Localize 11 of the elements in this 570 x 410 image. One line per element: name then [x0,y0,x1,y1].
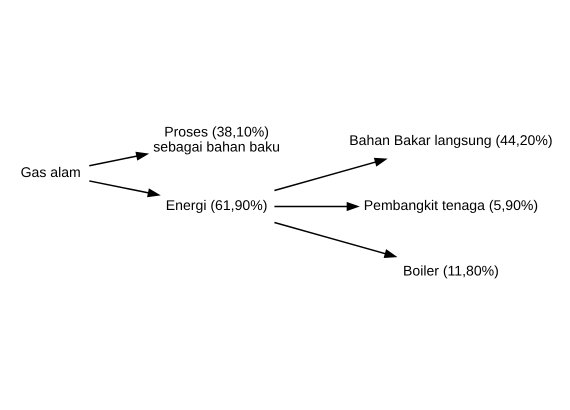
arrow [89,180,161,197]
arrow [274,157,388,191]
node-text: Gas alam [20,164,81,180]
node-text: Boiler (11,80%) [402,262,499,278]
arrow [274,221,398,258]
node-text: Energi (61,90%) [166,196,268,213]
arrow [89,151,150,166]
arrow [274,201,360,211]
node-text: Bahan Bakar langsung (44,20%) [349,131,553,148]
node-text: Proses (38,10%) sebagai bahan baku [153,122,280,154]
node-text: Pembangkit tenaga (5,90%) [364,196,538,213]
